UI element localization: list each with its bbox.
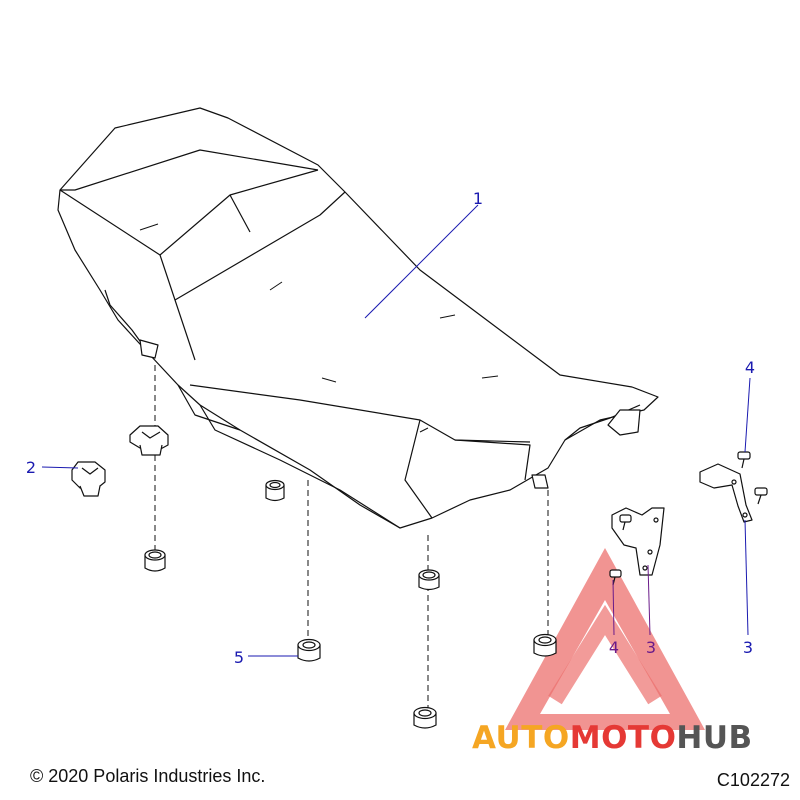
callout-2: 2 xyxy=(26,458,36,477)
screw xyxy=(609,569,622,586)
screw xyxy=(619,514,632,531)
callout-3-secondary: 3 xyxy=(646,638,656,657)
copyright-text: © 2020 Polaris Industries Inc. xyxy=(30,766,265,786)
callout-1: 1 xyxy=(473,189,483,208)
mount-guide-lines xyxy=(154,365,549,710)
watermark-text: AUTOMOTOHUB xyxy=(472,720,753,756)
bracket xyxy=(699,463,753,523)
callout-4-secondary: 4 xyxy=(609,638,619,657)
clip xyxy=(129,425,169,456)
brackets xyxy=(611,463,753,576)
diagram-code: C102272 xyxy=(717,770,790,790)
screw xyxy=(737,451,751,469)
leader-lines xyxy=(41,204,751,657)
grommet xyxy=(265,479,285,502)
callout-3: 3 xyxy=(743,638,753,657)
clip xyxy=(71,461,106,497)
grommet xyxy=(413,706,437,729)
seat xyxy=(57,107,659,529)
seat-clips xyxy=(71,425,169,497)
screw xyxy=(754,487,768,505)
grommet xyxy=(297,638,321,662)
callout-5: 5 xyxy=(234,648,244,667)
grommet xyxy=(533,633,557,657)
watermark-logo-icon xyxy=(505,548,705,730)
bracket xyxy=(611,507,665,576)
callouts: 1 2 3 3 4 4 5 xyxy=(26,189,755,667)
screws xyxy=(609,451,768,586)
grommet xyxy=(144,549,166,572)
grommet xyxy=(418,569,440,591)
grommets xyxy=(144,479,557,729)
callout-4: 4 xyxy=(745,358,755,377)
